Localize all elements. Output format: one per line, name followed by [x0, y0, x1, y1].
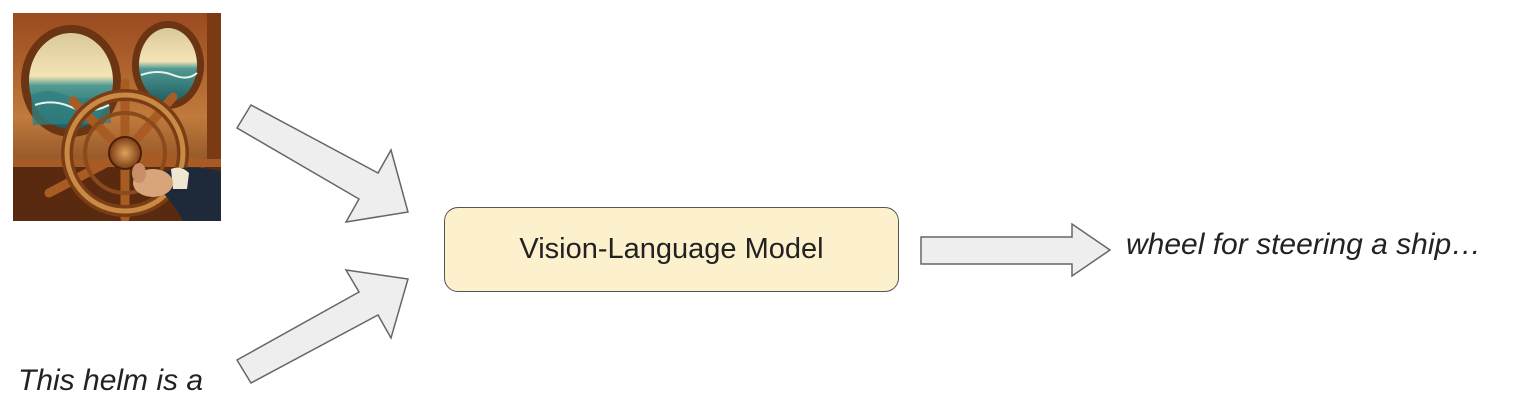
arrow-image-to-model [235, 104, 409, 223]
arrow-model-to-output [920, 222, 1112, 278]
vision-language-model-box: Vision-Language Model [444, 207, 899, 292]
model-label: Vision-Language Model [519, 233, 824, 265]
ship-helm-illustration [13, 13, 221, 221]
output-text: wheel for steering a ship… [1126, 228, 1482, 261]
input-image [13, 13, 221, 221]
arrow-prompt-to-model [235, 269, 409, 384]
prompt-text: This helm is a [18, 364, 204, 397]
